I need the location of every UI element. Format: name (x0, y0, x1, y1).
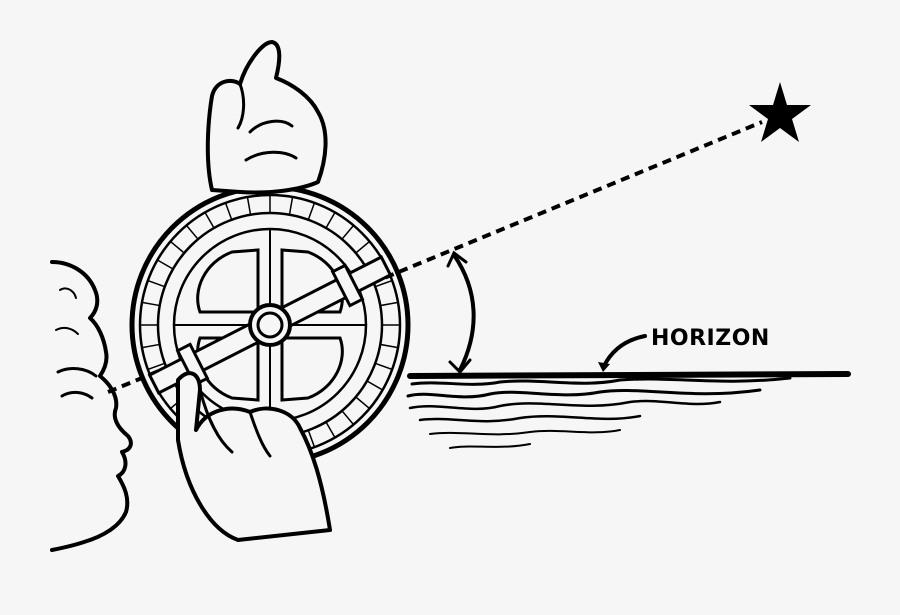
hand-top (205, 40, 328, 195)
horizon-sea (406, 371, 851, 449)
star-icon (749, 82, 811, 142)
observer-face (50, 260, 133, 552)
arrowhead-icon (598, 362, 610, 372)
curved-arrow-icon (602, 334, 647, 368)
sight-line (107, 120, 763, 394)
horizon-label: HORIZON (651, 326, 770, 351)
horizon-pointer: HORIZON (598, 326, 770, 372)
hand-bottom (176, 371, 332, 542)
astrolabe (129, 184, 411, 466)
angle-arc (446, 250, 476, 375)
